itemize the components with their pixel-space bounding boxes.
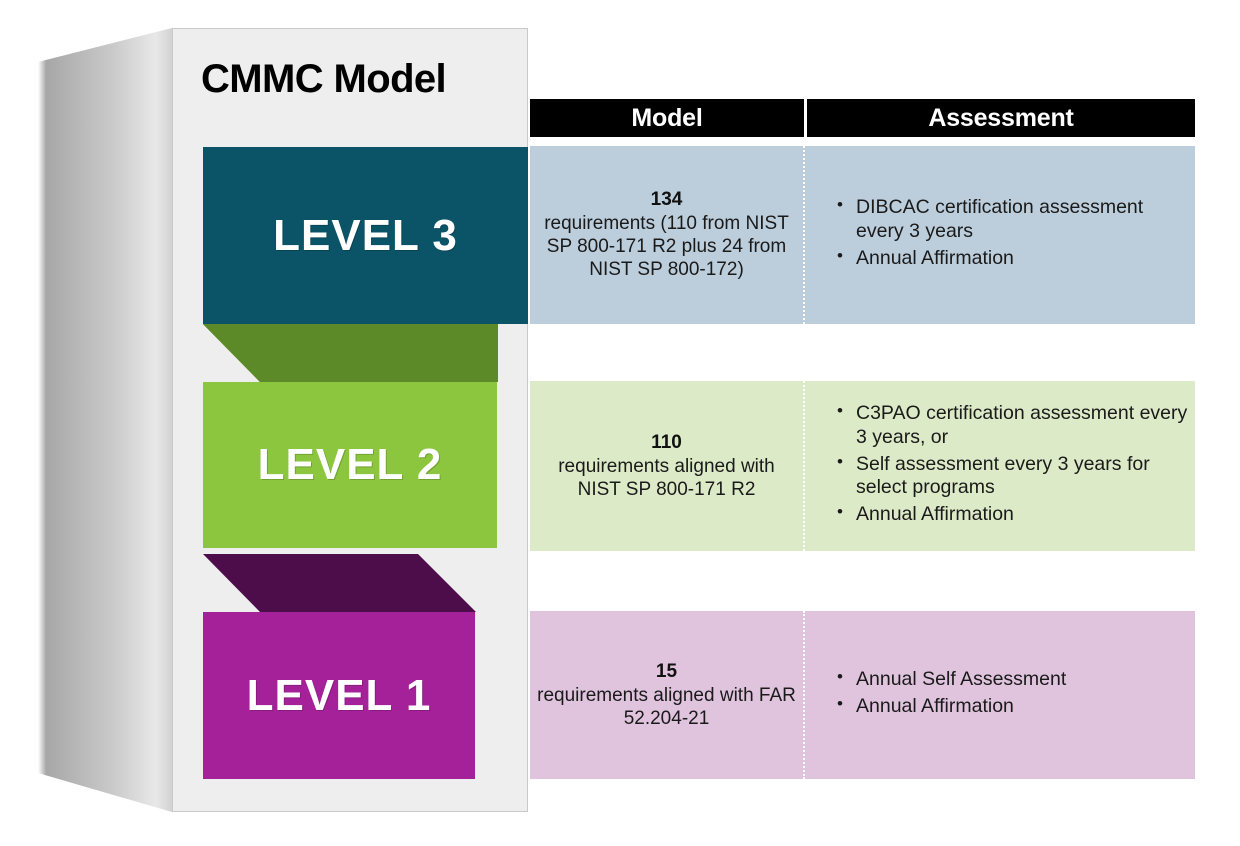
level1-requirement-count: 15	[655, 660, 678, 682]
level1-model-cell: 15 requirements aligned with FAR 52.204-…	[530, 611, 803, 779]
level2-model-description: requirements aligned with NIST SP 800-17…	[558, 455, 775, 500]
level3-assessment-cell: DIBCAC certification assessment every 3 …	[808, 146, 1195, 324]
list-item: Annual Affirmation	[837, 246, 1195, 271]
level2-model-cell: 110 requirements aligned with NIST SP 80…	[530, 381, 803, 551]
level1-model-description: requirements aligned with FAR 52.204-21	[537, 684, 796, 729]
level2-assessment-cell: C3PAO certification assessment every 3 y…	[808, 381, 1195, 551]
level3-step-top	[203, 324, 498, 382]
level1-assessment-cell: Annual Self Assessment Annual Affirmatio…	[808, 611, 1195, 779]
level3-model-description: requirements (110 from NIST SP 800-171 R…	[544, 213, 789, 281]
page-title: CMMC Model	[201, 57, 447, 101]
level3-label: LEVEL 3	[273, 210, 458, 260]
list-item: DIBCAC certification assessment every 3 …	[837, 195, 1195, 244]
level2-row: 110 requirements aligned with NIST SP 80…	[530, 381, 1195, 551]
list-item: C3PAO certification assessment every 3 y…	[837, 401, 1195, 450]
level2-label: LEVEL 2	[257, 440, 443, 489]
level3-row: 134 requirements (110 from NIST SP 800-1…	[530, 146, 1195, 324]
list-item: Annual Self Assessment	[837, 667, 1195, 692]
column-divider	[803, 146, 805, 324]
level3-block[interactable]: LEVEL 3	[203, 147, 528, 324]
column-header-bar: Model Assessment	[530, 99, 1195, 137]
level1-label: LEVEL 1	[246, 670, 432, 720]
column-divider	[803, 611, 805, 779]
column-divider	[803, 381, 805, 551]
level3-assessment-list: DIBCAC certification assessment every 3 …	[834, 195, 1195, 273]
level3-requirement-count: 134	[650, 189, 683, 211]
level3-model-cell: 134 requirements (110 from NIST SP 800-1…	[530, 146, 803, 324]
level1-assessment-list: Annual Self Assessment Annual Affirmatio…	[834, 667, 1195, 722]
list-item: Self assessment every 3 years for select…	[837, 452, 1195, 501]
level1-row: 15 requirements aligned with FAR 52.204-…	[530, 611, 1195, 779]
level2-requirement-count: 110	[651, 431, 682, 453]
column-header-assessment: Assessment	[804, 99, 1195, 137]
column-header-model: Model	[631, 103, 703, 132]
list-item: Annual Affirmation	[837, 502, 1195, 527]
level2-assessment-list: C3PAO certification assessment every 3 y…	[834, 401, 1195, 530]
level1-block[interactable]: LEVEL 1	[203, 612, 475, 779]
level2-to-level1-step-top	[203, 554, 476, 612]
level2-block[interactable]: LEVEL 2	[203, 382, 497, 548]
list-item: Annual Affirmation	[837, 694, 1195, 719]
